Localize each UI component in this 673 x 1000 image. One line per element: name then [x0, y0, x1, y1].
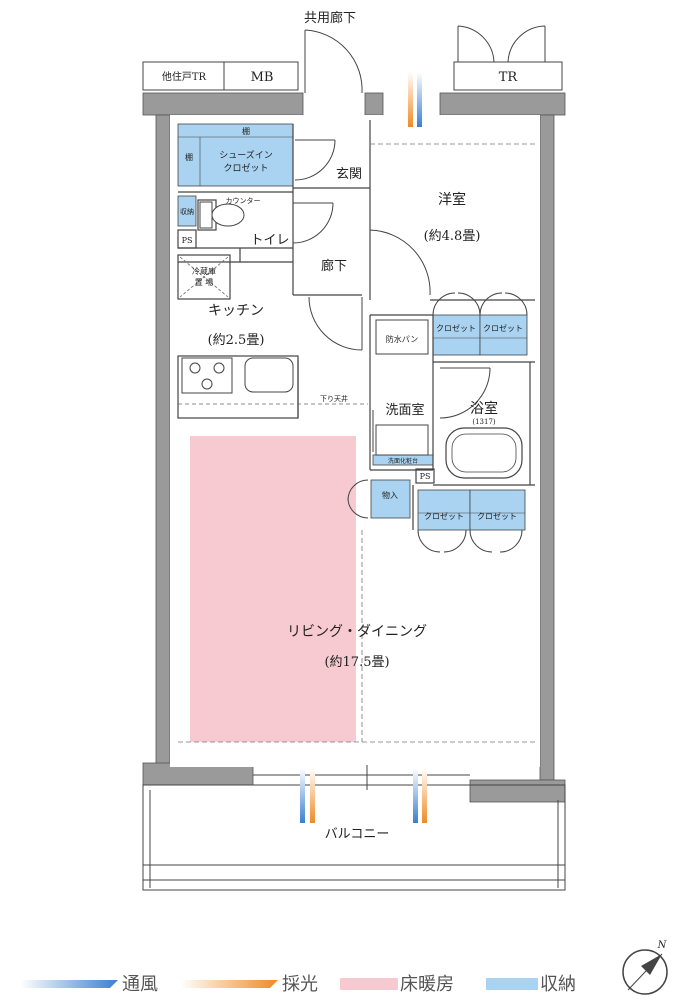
legend-floor-heating-swatch: [340, 978, 398, 990]
ventilation-arrows: [300, 72, 427, 823]
entrance-door: [304, 29, 363, 94]
outer-walls: [142, 92, 566, 803]
label-fridge-1: 冷蔵庫: [192, 266, 216, 276]
label-shelf-left: 棚: [185, 152, 193, 162]
label-toilet: トイレ: [250, 233, 289, 248]
legend-floor-heating-label: 床暖房: [400, 974, 454, 995]
label-ps-mid: PS: [420, 472, 431, 481]
fridge-place: [179, 256, 229, 298]
label-shoes-closet-1: シューズイン: [219, 149, 273, 161]
label-closet-a: クロゼット: [436, 323, 476, 333]
label-hallway: 廊下: [321, 258, 347, 274]
legend-storage-label: 収納: [540, 974, 576, 995]
compass-needle-icon: [641, 954, 662, 975]
label-kitchen: キッチン: [208, 303, 264, 319]
toilet-fixture: [199, 201, 245, 229]
washing-pan: [375, 319, 429, 355]
legend-lighting-label: 採光: [282, 974, 318, 995]
label-closet-d: クロゼット: [477, 511, 517, 521]
label-shelf-top: 棚: [242, 126, 250, 136]
door-swings: [292, 139, 528, 553]
label-western-room: 洋室: [438, 191, 466, 208]
top-utility-boxes: [142, 61, 563, 91]
storage-areas: [177, 123, 528, 531]
label-tr: TR: [499, 70, 519, 85]
label-shoes-closet-2: クロゼット: [223, 162, 268, 174]
label-living-size: (約17.5畳): [324, 655, 389, 670]
label-other-tr: 他住戸TR: [162, 70, 207, 83]
storage-inner-lines: [178, 136, 527, 514]
label-washroom: 洗面室: [385, 402, 424, 418]
label-fridge-2: 置 場: [195, 277, 214, 287]
label-washbasin: 洗面化粧台: [388, 457, 418, 465]
label-ps-left: PS: [182, 236, 193, 245]
label-western-size: (約4.8畳): [424, 229, 481, 244]
label-living: リビング・ダイニング: [287, 624, 427, 640]
label-mb: MB: [251, 70, 274, 85]
kitchen-sink: [244, 357, 294, 393]
label-balcony: バルコニー: [325, 827, 390, 842]
dashed-boundaries: [178, 143, 535, 743]
label-pan: 防水パン: [386, 334, 418, 344]
label-closet-b: クロゼット: [483, 323, 523, 333]
floor-heating-zone: [190, 436, 356, 742]
legend-storage-swatch: [486, 978, 538, 990]
legend-lighting-swatch: [180, 980, 278, 988]
label-bath-size: (1317): [472, 418, 496, 426]
compass: N: [622, 940, 668, 995]
room-labels: 共用廊下 他住戸TR MB TR 棚 棚 シューズイン クロゼット 玄関 カウン…: [162, 10, 523, 842]
interior-walls: [177, 120, 535, 530]
label-entrance: 玄関: [336, 167, 362, 182]
tr-double-door: [457, 25, 546, 63]
label-closet-c: クロゼット: [424, 511, 464, 521]
label-ceiling-drop: 下り天井: [320, 394, 348, 403]
legend: 通風 採光 床暖房 収納: [20, 974, 576, 995]
stove: [181, 357, 233, 394]
label-storage-small: 収納: [180, 207, 194, 216]
legend-ventilation-label: 通風: [122, 974, 158, 995]
label-storage-in: 物入: [382, 490, 398, 500]
washbasin: [375, 424, 429, 456]
compass-north-label: N: [657, 940, 668, 951]
label-corridor: 共用廊下: [304, 10, 356, 26]
label-bathroom: 浴室: [470, 400, 498, 417]
legend-ventilation-swatch: [20, 980, 118, 988]
balcony: [142, 765, 566, 891]
label-counter: カウンター: [226, 196, 261, 205]
label-kitchen-size: (約2.5畳): [208, 333, 265, 348]
